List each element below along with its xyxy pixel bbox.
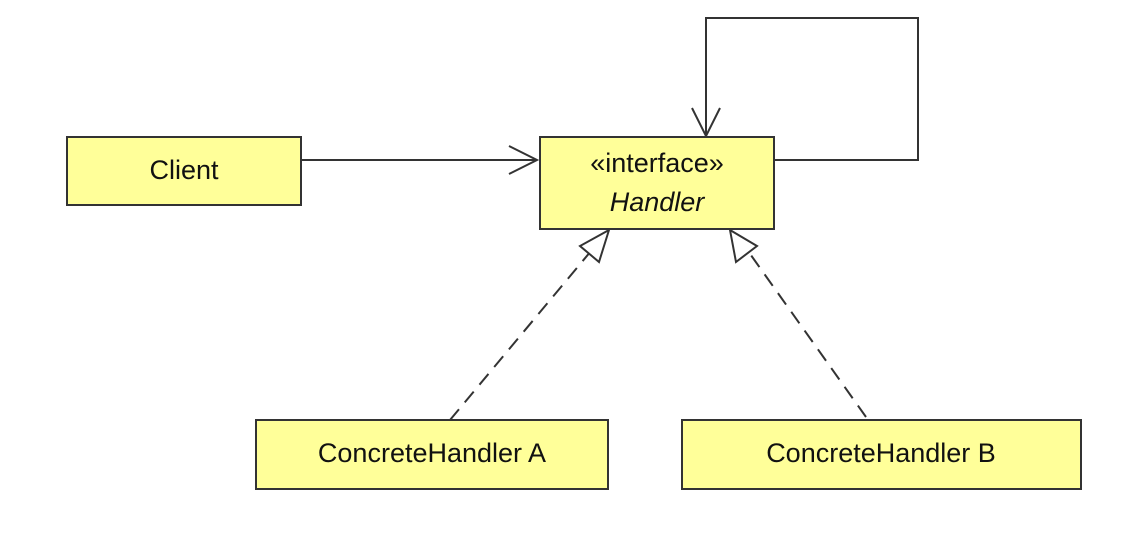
node-concrete-handler-a[interactable]: ConcreteHandler A	[255, 419, 609, 490]
node-handler-stereotype: «interface»	[590, 148, 724, 178]
realization-triangle-icon	[728, 228, 759, 264]
node-concrete-handler-b-label: ConcreteHandler B	[766, 438, 996, 468]
node-handler[interactable]: «interface» Handler	[539, 136, 775, 230]
node-concrete-handler-a-label: ConcreteHandler A	[318, 438, 546, 468]
open-arrowhead-icon	[508, 145, 540, 175]
edge-concrete-b-to-handler	[747, 250, 867, 418]
edge-concrete-a-to-handler	[449, 250, 592, 421]
edges	[301, 17, 919, 421]
edge-handler-self-loop	[705, 17, 919, 161]
node-client-label: Client	[149, 155, 219, 185]
realization-triangle-icon	[578, 227, 611, 264]
node-client[interactable]: Client	[66, 136, 302, 206]
node-concrete-handler-b[interactable]: ConcreteHandler B	[681, 419, 1082, 490]
node-handler-label: Handler	[610, 187, 706, 217]
